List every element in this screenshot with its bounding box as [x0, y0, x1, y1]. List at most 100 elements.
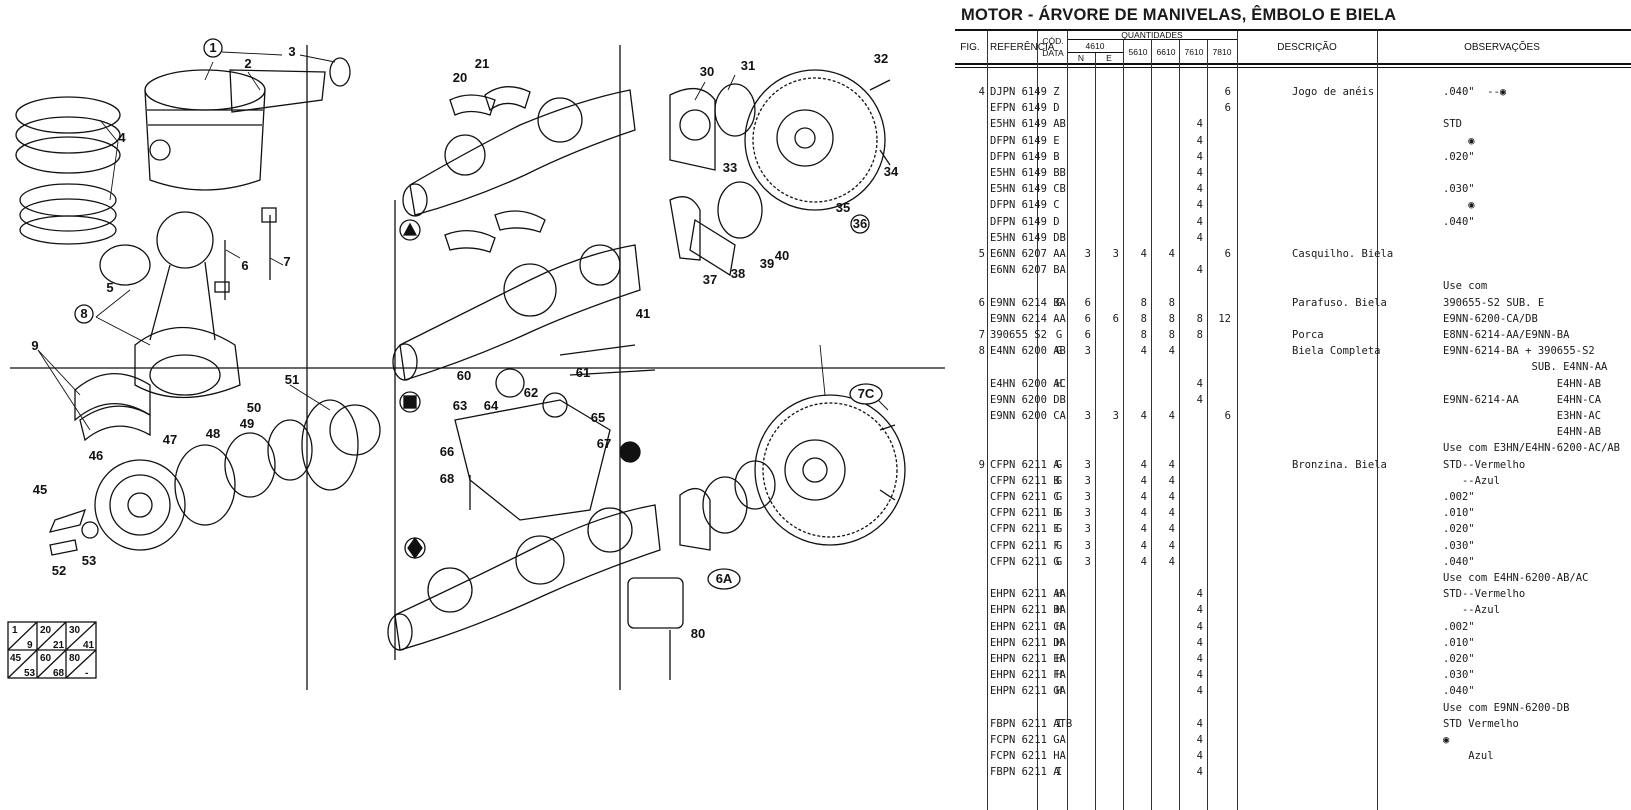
- callout-label: 39: [760, 256, 774, 271]
- callout-label: 67: [597, 436, 611, 451]
- legend-cell: 60: [40, 653, 52, 664]
- row-reference: EHPN 6211 DA: [990, 636, 1066, 649]
- row-fig: 4: [978, 86, 985, 98]
- col-divider: [1179, 40, 1180, 810]
- row-cod-data: G: [1055, 539, 1063, 552]
- callout-label: 37: [703, 272, 717, 287]
- row-reference: E9NN 6200 DB: [990, 393, 1066, 406]
- row-qty-q6610: 8: [1168, 296, 1175, 309]
- row-qty-q6610: 8: [1168, 329, 1175, 341]
- col-5610: 5610: [1128, 47, 1148, 57]
- row-qty-n: 6: [1084, 312, 1091, 325]
- row-qty-q5610: 4: [1140, 507, 1147, 520]
- row-qty-n: 3: [1084, 345, 1091, 358]
- col-n: N: [1077, 53, 1085, 63]
- callout-label: 4: [118, 130, 126, 145]
- row-qty-q6610: 4: [1168, 507, 1175, 520]
- callout-label: 31: [741, 58, 755, 73]
- callout-8: 8: [74, 304, 94, 324]
- row-description: Porca: [1292, 329, 1324, 341]
- row-qty-n: 3: [1084, 410, 1091, 422]
- row-reference: E5HN 6149 AB: [990, 118, 1066, 131]
- row-reference: CFPN 6211 D: [990, 507, 1060, 520]
- connecting-rod: [99, 207, 277, 399]
- row-reference: EHPN 6211 BA: [990, 604, 1066, 617]
- row-reference: E5HN 6149 BB: [990, 167, 1066, 179]
- table-row: SUB. E4NN-AA: [955, 359, 1631, 375]
- col-7610: 7610: [1184, 47, 1204, 57]
- col-data: DATA: [1042, 48, 1064, 58]
- callout-47: 47: [163, 432, 177, 447]
- row-cod-data: G: [1055, 474, 1063, 487]
- callout-label: 46: [89, 448, 103, 463]
- row-qty-q7810: 6: [1224, 102, 1231, 115]
- row-qty-q6610: 4: [1168, 491, 1175, 503]
- callout-label: 49: [240, 416, 254, 431]
- row-qty-n: 3: [1084, 523, 1091, 536]
- callout-62: 62: [524, 385, 538, 400]
- row-observation: .040" --◉: [1443, 86, 1507, 98]
- row-qty-q7610: 4: [1196, 766, 1203, 779]
- row-qty-q6610: 4: [1168, 345, 1175, 358]
- row-cod-data: H: [1055, 636, 1063, 649]
- row-observation: 390655-S2 SUB. E: [1443, 296, 1545, 309]
- row-fig: 7: [978, 329, 985, 341]
- row-observation: STD--Vermelho: [1443, 458, 1526, 471]
- row-observation: STD--Vermelho: [1443, 588, 1526, 601]
- row-reference: E6NN 6207 AA: [990, 248, 1066, 260]
- row-observation: .010": [1443, 636, 1475, 649]
- row-reference: CFPN 6211 G: [990, 555, 1060, 568]
- callout-label: 61: [576, 365, 590, 380]
- row-qty-q6610: 4: [1168, 410, 1175, 422]
- col-divider: [1037, 31, 1038, 810]
- row-qty-e: 3: [1112, 410, 1119, 422]
- row-qty-n: 3: [1084, 458, 1091, 471]
- callout-40: 40: [775, 248, 789, 263]
- row-qty-n: 3: [1084, 507, 1091, 520]
- row-qty-q5610: 4: [1140, 410, 1147, 422]
- callout-label: 33: [723, 160, 737, 175]
- row-qty-q5610: 4: [1140, 458, 1147, 471]
- row-observation: E9NN-6214-AA E4HN-CA: [1443, 393, 1602, 406]
- col-divider: [1123, 40, 1124, 810]
- row-observation: .002": [1443, 620, 1475, 633]
- piston: [144, 69, 266, 191]
- crank-pulley: [48, 399, 381, 556]
- callout-67: 67: [597, 436, 611, 451]
- callout-label: 1: [209, 40, 216, 55]
- callout-46: 46: [89, 448, 103, 463]
- row-fig: 9: [978, 458, 985, 471]
- row-reference: FCPN 6211 HA: [990, 750, 1066, 763]
- row-reference: CFPN 6211 C: [990, 491, 1060, 503]
- callout-34: 34: [884, 164, 899, 179]
- callout-label: 41: [636, 306, 650, 321]
- legend-cell: 30: [69, 625, 81, 636]
- col-descricao: DESCRIÇÃO: [1277, 42, 1337, 53]
- row-observation: E8NN-6214-AA/E9NN-BA: [1443, 329, 1570, 341]
- row-qty-n: 3: [1084, 555, 1091, 568]
- callout-label: 63: [453, 398, 467, 413]
- row-qty-q7610: 4: [1196, 118, 1203, 131]
- legend-cell: -: [85, 668, 88, 679]
- row-fig: 8: [978, 345, 985, 358]
- row-qty-q5610: 4: [1140, 539, 1147, 552]
- row-qty-q7610: 4: [1196, 588, 1203, 601]
- row-observation: Use com E4HN-6200-AB/AC: [1443, 572, 1589, 584]
- row-reference: CFPN 6211 E: [990, 523, 1060, 536]
- col-fig: FIG.: [960, 42, 980, 53]
- callout-1: 1: [203, 38, 223, 58]
- n-e-rule: [1067, 52, 1123, 53]
- crankshaft-lower: [387, 504, 661, 651]
- row-description: Biela Completa: [1292, 345, 1381, 358]
- row-cod-data: G: [1055, 458, 1063, 471]
- row-cod-data: G: [1055, 555, 1063, 568]
- row-qty-q7610: 4: [1196, 150, 1203, 163]
- callout-7C: 7C: [849, 383, 883, 405]
